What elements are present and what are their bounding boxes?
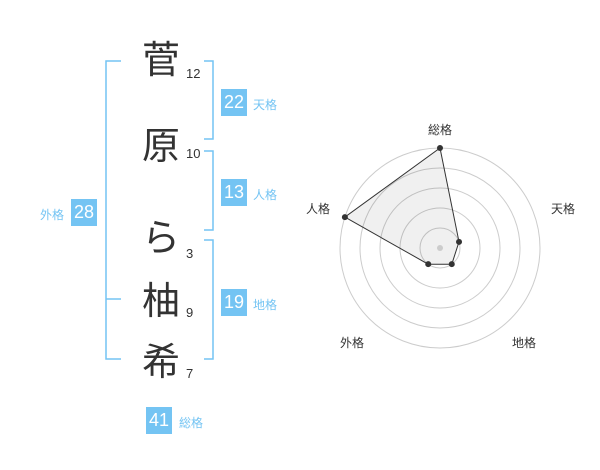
radar-label-tenkaku: 天格 bbox=[551, 201, 575, 216]
gaikaku-value: 28 bbox=[71, 199, 97, 226]
stroke-count-3: 3 bbox=[186, 246, 194, 261]
radar-center-dot bbox=[437, 245, 443, 251]
name-char-4: 柚 bbox=[141, 279, 180, 323]
radar-point-chikaku bbox=[448, 261, 455, 268]
chikaku-label: 地格 bbox=[253, 298, 278, 312]
radar-label-jinkaku: 人格 bbox=[306, 201, 330, 216]
gaikaku-label: 外格 bbox=[40, 208, 65, 222]
stroke-count-5: 7 bbox=[186, 366, 194, 381]
stroke-count-2: 10 bbox=[186, 146, 201, 161]
soukaku-value: 41 bbox=[146, 407, 172, 434]
soukaku-label: 総格 bbox=[179, 416, 204, 430]
radar-point-jinkaku bbox=[341, 214, 348, 221]
tenkaku-value: 22 bbox=[221, 89, 247, 116]
chikaku-value: 19 bbox=[221, 289, 247, 316]
radar-ring bbox=[359, 167, 521, 329]
tenkaku-label: 天格 bbox=[253, 98, 278, 112]
jinkaku-bracket bbox=[204, 150, 214, 231]
stroke-count-4: 9 bbox=[186, 305, 194, 320]
radar-shape bbox=[343, 147, 460, 265]
radar-ring bbox=[379, 187, 501, 309]
name-char-3: ら bbox=[141, 216, 180, 260]
radar-label-gaikaku: 外格 bbox=[340, 335, 364, 350]
jinkaku-value: 13 bbox=[221, 179, 247, 206]
stroke-count-1: 12 bbox=[186, 66, 201, 81]
jinkaku-label: 人格 bbox=[253, 188, 278, 202]
name-char-1: 菅 bbox=[141, 38, 180, 82]
radar-point-gaikaku bbox=[425, 261, 432, 268]
radar-ring bbox=[419, 227, 461, 269]
tenkaku-bracket bbox=[204, 60, 214, 140]
radar-point-soukaku bbox=[437, 145, 443, 151]
radar-point-tenkaku bbox=[456, 238, 463, 245]
name-char-2: 原 bbox=[141, 124, 180, 168]
gaikaku-bracket bbox=[105, 60, 121, 360]
radar-label-chikaku: 地格 bbox=[512, 335, 536, 350]
name-char-5: 希 bbox=[141, 340, 180, 384]
radar-points bbox=[341, 145, 463, 268]
chikaku-bracket bbox=[204, 239, 214, 360]
radar-label-soukaku: 総格 bbox=[428, 122, 452, 137]
